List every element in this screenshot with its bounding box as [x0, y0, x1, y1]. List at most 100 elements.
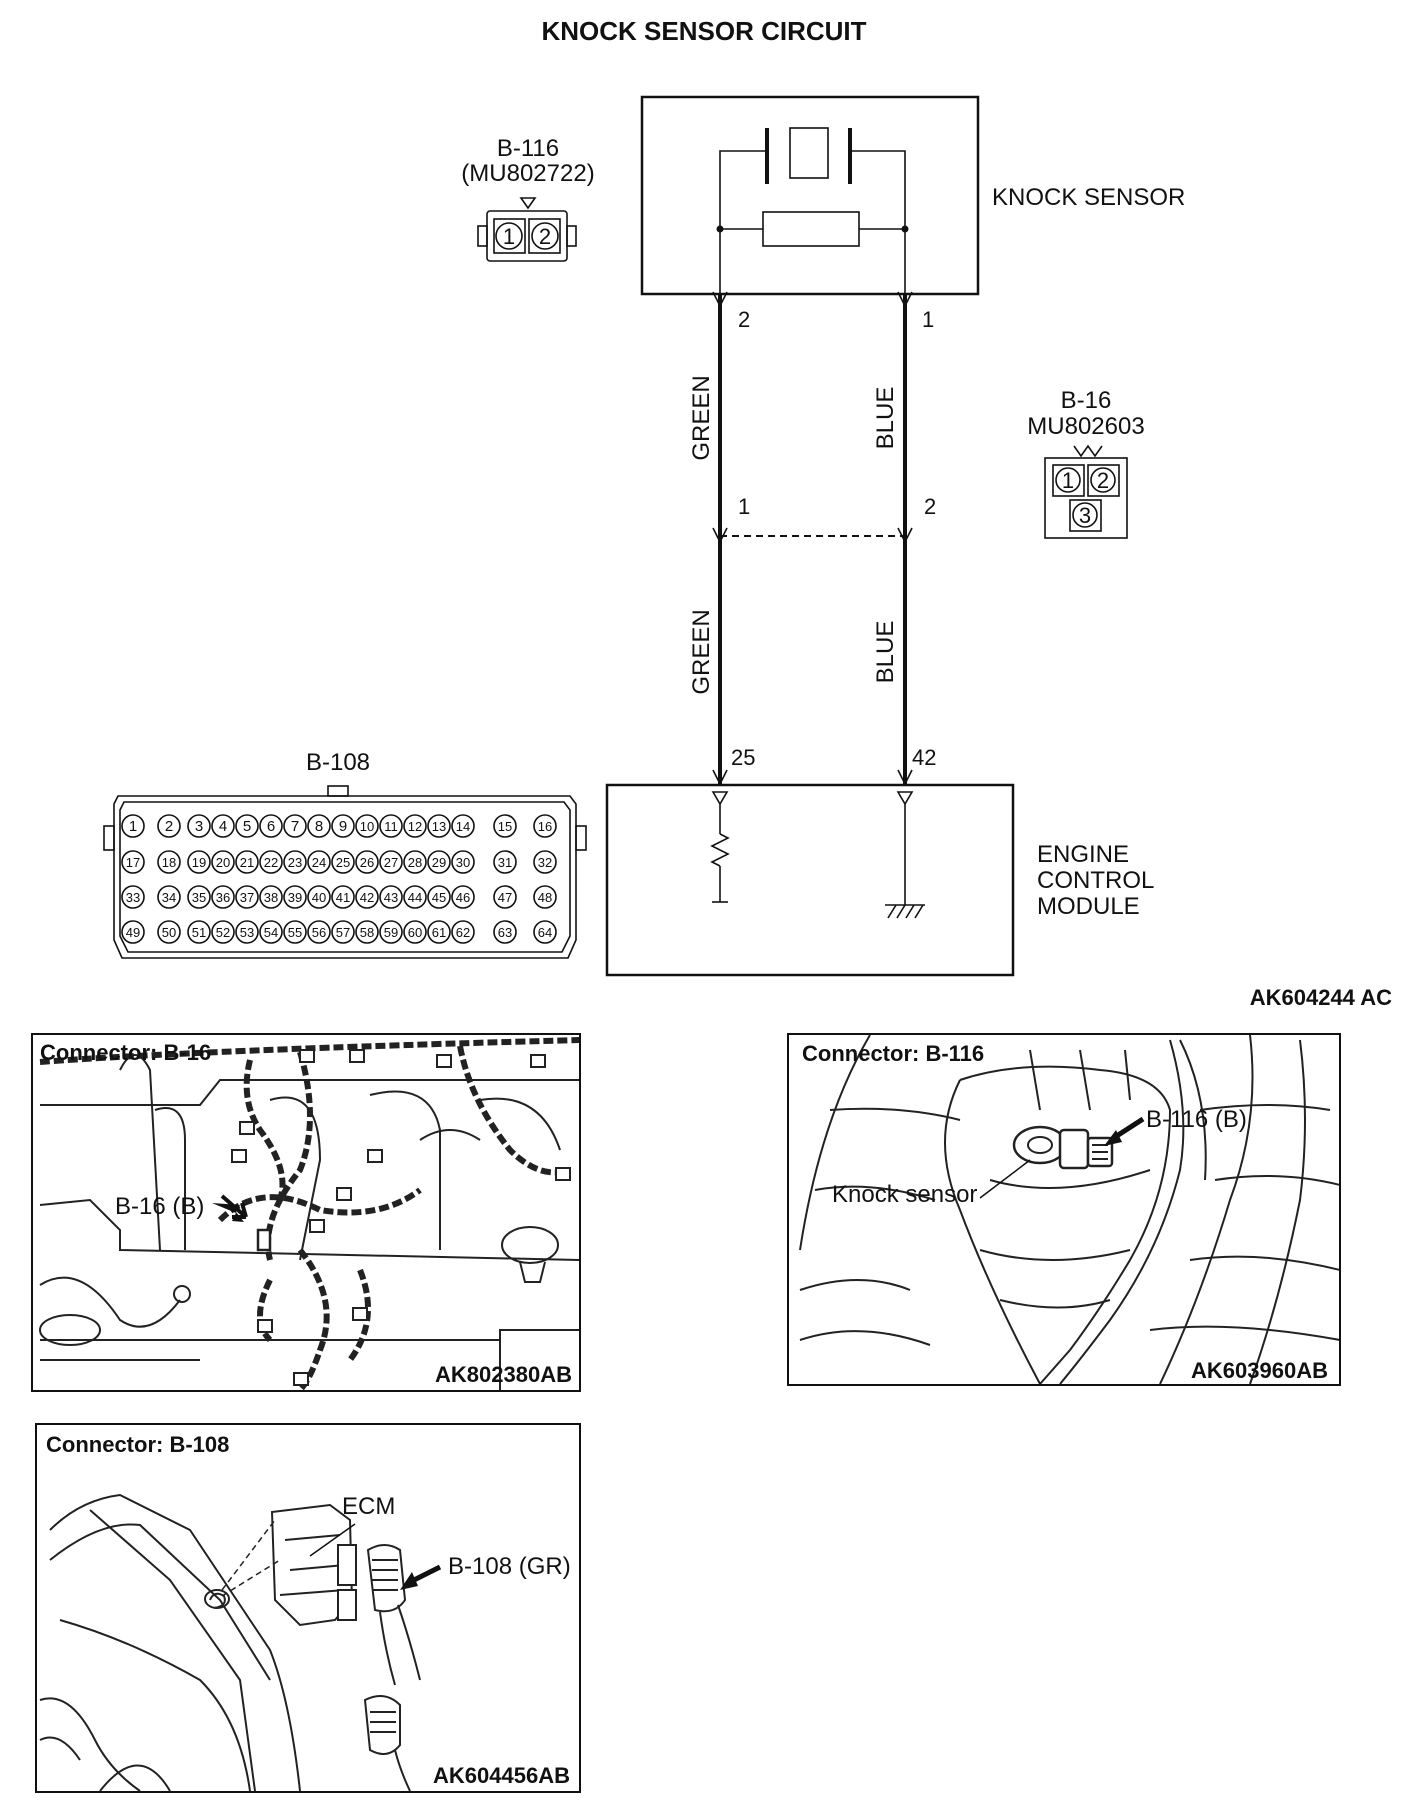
- panel-b16-callout: B-16 (B): [115, 1193, 204, 1220]
- b108-pin-label: 50: [162, 925, 176, 940]
- b108-pin-label: 5: [243, 818, 251, 835]
- panel-b116-title: Connector: B-116: [802, 1041, 984, 1066]
- b108-pin-circle: [283, 920, 307, 944]
- b108-pin-label: 57: [336, 925, 350, 940]
- b108-pin-circle: [259, 885, 283, 909]
- panel-b16: Connector: B-16 B-16 (B) AK802380AB: [31, 1033, 581, 1392]
- b108-pin-circle: [427, 885, 451, 909]
- b108-pin-circle: [211, 920, 235, 944]
- b16-face-pin-2: 2: [1097, 468, 1109, 493]
- ecm-label-line3: MODULE: [1037, 893, 1140, 920]
- b108-pin-circle: [307, 920, 331, 944]
- panel-b108-title: Connector: B-108: [46, 1432, 229, 1457]
- b108-pin-circle: [427, 850, 451, 874]
- b108-pin-label: 6: [267, 818, 275, 835]
- b108-pin-circle: [121, 920, 145, 944]
- b108-pin-label: 37: [240, 890, 254, 905]
- b108-pin-circle: [235, 850, 259, 874]
- b108-pin-label: 4: [219, 818, 227, 835]
- b108-pin-label: 17: [126, 855, 140, 870]
- b108-pin-circle: [403, 814, 427, 838]
- b108-pin-circle: [121, 885, 145, 909]
- b108-pin-circle: [307, 850, 331, 874]
- b108-pin-circle: [533, 920, 557, 944]
- b108-pin-label: 11: [384, 819, 398, 834]
- b16-part: MU802603: [1027, 413, 1144, 440]
- b108-pin-circle: [157, 920, 181, 944]
- b108-pin-circle: [307, 814, 331, 838]
- b108-pin-label: 64: [538, 925, 552, 940]
- b108-pin-label: 23: [288, 855, 302, 870]
- b116-part: (MU802722): [461, 160, 594, 187]
- b108-pin-label: 48: [538, 890, 552, 905]
- b108-pin-label: 62: [456, 925, 470, 940]
- b108-pin-circle: [493, 814, 517, 838]
- b108-pin-label: 22: [264, 855, 278, 870]
- b108-pin-label: 19: [192, 855, 206, 870]
- b108-pin-label: 29: [432, 855, 446, 870]
- b108-pin-label: 13: [432, 819, 446, 834]
- b16-name: B-16: [1061, 387, 1112, 414]
- ecm-symbol: [605, 783, 1015, 977]
- wire-color-green-upper: GREEN: [688, 375, 715, 460]
- b108-pin-label: 46: [456, 890, 470, 905]
- b108-pin-circle: [355, 814, 379, 838]
- b108-pin-label: 39: [288, 890, 302, 905]
- panel-b116-frame: [787, 1033, 1341, 1386]
- b108-pin-circle: [331, 885, 355, 909]
- b108-pin-label: 1: [129, 818, 137, 835]
- b108-pin-label: 30: [456, 855, 470, 870]
- b108-pin-label: 61: [432, 925, 446, 940]
- b116-name: B-116: [497, 135, 559, 162]
- b108-pin-label: 12: [408, 819, 422, 834]
- b108-pin-circle: [157, 850, 181, 874]
- b108-pin-circle: [331, 850, 355, 874]
- b108-pin-label: 60: [408, 925, 422, 940]
- ecm-pin-25: 25: [731, 745, 755, 770]
- b108-pin-label: 49: [126, 925, 140, 940]
- wire-color-green-lower: GREEN: [688, 609, 715, 694]
- wire-color-blue-lower: BLUE: [872, 621, 899, 684]
- b108-pin-label: 2: [165, 818, 173, 835]
- b108-pin-label: 27: [384, 855, 398, 870]
- b108-pin-circle: [235, 885, 259, 909]
- b116-connector-face: [477, 197, 577, 262]
- b16-pin-1: 1: [738, 494, 750, 519]
- ecm-label-line1: ENGINE: [1037, 841, 1129, 868]
- panel-b16-illustration: [39, 1037, 579, 1390]
- panel-b116: Connector: B-116 B-116 (B) Knock sensor …: [787, 1033, 1341, 1386]
- knock-pin-2: 2: [738, 307, 750, 332]
- b108-pin-circle: [493, 920, 517, 944]
- b108-pin-circle: [493, 850, 517, 874]
- b108-pin-label: 25: [336, 855, 350, 870]
- knock-pin-1: 1: [922, 307, 934, 332]
- panel-b108: Connector: B-108 ECM B-108 (GR) AK604456…: [35, 1423, 581, 1793]
- b108-pin-label: 10: [360, 819, 374, 834]
- b108-pin-circle: [355, 850, 379, 874]
- diagram-title: KNOCK SENSOR CIRCUIT: [541, 16, 866, 46]
- b108-pin-circle: [235, 920, 259, 944]
- b108-pin-label: 36: [216, 890, 230, 905]
- b108-pin-circle: [307, 885, 331, 909]
- panel-b108-callout: B-108 (GR): [448, 1553, 571, 1580]
- ecm-label-line2: CONTROL: [1037, 867, 1154, 894]
- b108-pin-circle: [493, 885, 517, 909]
- knock-sensor-symbol: [640, 95, 980, 296]
- b108-pin-label: 44: [408, 890, 422, 905]
- knock-sensor-box: [640, 95, 980, 296]
- b108-pin-label: 20: [216, 855, 230, 870]
- b108-pin-circle: [533, 850, 557, 874]
- panel-b116-illustration: [799, 1035, 1339, 1384]
- b108-pin-circle: [121, 850, 145, 874]
- b108-pin-circle: [121, 814, 145, 838]
- b108-pin-label: 52: [216, 925, 230, 940]
- b108-pin-circle: [379, 850, 403, 874]
- panel-b116-callout: B-116 (B): [1146, 1106, 1247, 1133]
- b108-pin-label: 7: [291, 818, 299, 835]
- b108-pin-circle: [259, 814, 283, 838]
- b16-face-pin-3: 3: [1079, 503, 1091, 528]
- panel-b16-code: AK802380AB: [435, 1362, 572, 1387]
- b108-pin-circle: [403, 850, 427, 874]
